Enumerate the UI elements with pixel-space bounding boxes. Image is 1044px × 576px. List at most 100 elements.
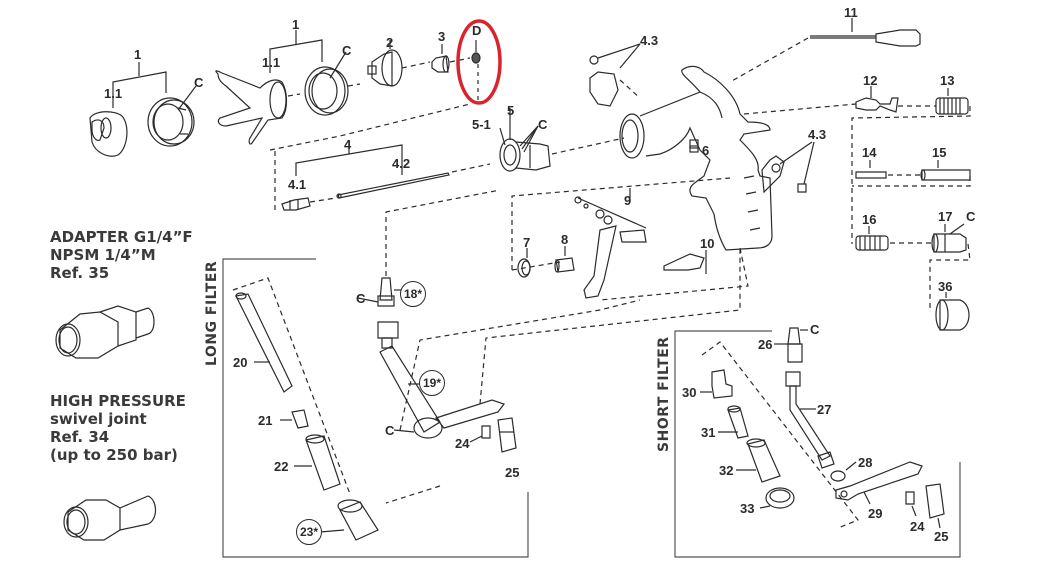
label-part-4: 4: [344, 137, 352, 152]
retaining-ring-mid: [304, 51, 349, 116]
long-filter-box: [222, 258, 529, 558]
bushing-part-8: [554, 246, 575, 273]
label-c-mid: C: [342, 43, 352, 58]
label-part-10: 10: [700, 236, 715, 251]
label-c-part-5: C: [538, 117, 548, 132]
fitting-part-25-long: [497, 417, 517, 453]
label-part-6: 6: [702, 143, 710, 158]
label-part-4-1: 4.1: [288, 177, 307, 192]
label-part-15: 15: [932, 145, 947, 160]
bracket-1-mid: [269, 30, 323, 73]
nut-part-23: [319, 499, 379, 541]
label-part-4-3-top: 4.3: [640, 33, 659, 48]
label-part-21: 21: [258, 413, 273, 428]
adapter-title-line1: ADAPTER G1/4”F: [50, 228, 193, 246]
short-filter-title: SHORT FILTER: [656, 336, 672, 452]
label-part-18: 18*: [400, 281, 426, 307]
label-part-22: 22: [274, 459, 289, 474]
seal-part-d: [471, 40, 481, 100]
cap-part-36: [935, 292, 970, 331]
fitting-part-25-short: [925, 483, 945, 529]
label-part-11: 11: [844, 5, 858, 20]
filter-housing-part-32: [736, 438, 781, 483]
adapter-ref-35-text: ADAPTER G1/4”F NPSM 1/4”M Ref. 35: [50, 228, 193, 282]
label-part-4-2: 4.2: [392, 156, 411, 171]
label-part-1-1-left: 1.1: [104, 86, 123, 101]
label-part-25-long: 25: [505, 465, 520, 480]
valve-part-12: [743, 86, 936, 115]
spring-part-13: [935, 88, 969, 115]
diffuser-part-5: [499, 108, 551, 172]
label-part-29: 29: [868, 506, 883, 521]
adapter-title-line2: NPSM 1/4”M: [50, 246, 156, 264]
label-part-31: 31: [701, 425, 716, 440]
filter-housing-part-22: [294, 434, 341, 491]
nozzle-part-3: [431, 44, 450, 73]
label-part-1-1-mid: 1.1: [262, 55, 281, 70]
swivel-joint-ref-34-drawing: [63, 495, 157, 541]
retaining-ring-left: [147, 85, 197, 147]
swivel-ref: Ref. 34: [50, 428, 110, 446]
label-part-33: 33: [740, 501, 755, 516]
bracket-part-29: [835, 461, 923, 505]
adapter-ref: Ref. 35: [50, 264, 110, 282]
label-part-23: 23*: [296, 519, 322, 545]
elbow-part-19: [377, 321, 505, 439]
swivel-note: (up to 250 bar): [50, 446, 178, 464]
filter-part-20: [235, 292, 293, 393]
filter-part-31: [718, 405, 749, 439]
label-part-1-left: 1: [134, 47, 142, 62]
label-c-part-26: C: [810, 322, 820, 337]
label-c-part-19: C: [385, 423, 395, 438]
label-part-19: 19*: [419, 370, 445, 396]
label-part-3: 3: [438, 29, 446, 44]
air-valve-part-4-3: [589, 43, 641, 107]
long-filter-title: LONG FILTER: [204, 260, 220, 366]
label-part-25-short: 25: [934, 529, 949, 544]
label-part-8: 8: [561, 232, 569, 247]
swivel-joint-ref-34-text: HIGH PRESSURE swivel joint Ref. 34 (up t…: [50, 392, 186, 464]
screw-part-24-short: [905, 491, 917, 517]
label-c-left: C: [194, 75, 204, 90]
needle-tip-part-4-1: [281, 197, 311, 211]
bracket-4: [295, 144, 403, 176]
label-part-17: 17: [938, 209, 953, 224]
air-cap-part-1-1-left: [89, 111, 128, 157]
fitting-part-30: [700, 369, 733, 399]
gun-body: [619, 65, 773, 251]
label-part-26: 26: [758, 337, 773, 352]
label-part-20: 20: [233, 355, 248, 370]
valve-seat-part-17: [931, 223, 967, 253]
fitting-part-18: [357, 189, 501, 307]
label-part-7: 7: [523, 235, 531, 250]
label-part-28: 28: [858, 455, 873, 470]
label-c-part-18: C: [356, 291, 366, 306]
screw-part-4-3: [761, 141, 815, 194]
label-part-24-long: 24: [455, 436, 470, 451]
label-part-5-1: 5-1: [472, 117, 491, 132]
pin-part-14: [855, 160, 887, 179]
swivel-title-line2: swivel joint: [50, 410, 147, 428]
swivel-title-line1: HIGH PRESSURE: [50, 392, 186, 410]
tube-part-27: [785, 371, 835, 469]
nut-part-7: [517, 248, 531, 278]
spring-part-21: [280, 409, 309, 429]
short-filter-box: [674, 330, 961, 558]
label-part-32: 32: [719, 463, 734, 478]
label-part-1-mid: 1: [292, 17, 300, 32]
nut-part-33: [759, 487, 795, 509]
label-part-14: 14: [862, 145, 877, 160]
bracket-1-left: [112, 62, 167, 108]
spring-part-16: [855, 226, 889, 251]
piston-part-15: [920, 160, 971, 181]
label-part-16: 16: [862, 212, 877, 227]
tip-guard: [215, 70, 288, 145]
label-part-24-short: 24: [910, 519, 925, 534]
highlight-circle: [456, 19, 502, 105]
label-part-5: 5: [507, 103, 515, 118]
needle-part-4-2: [336, 172, 450, 199]
clip-part-6: [689, 145, 699, 153]
label-part-12: 12: [863, 73, 878, 88]
